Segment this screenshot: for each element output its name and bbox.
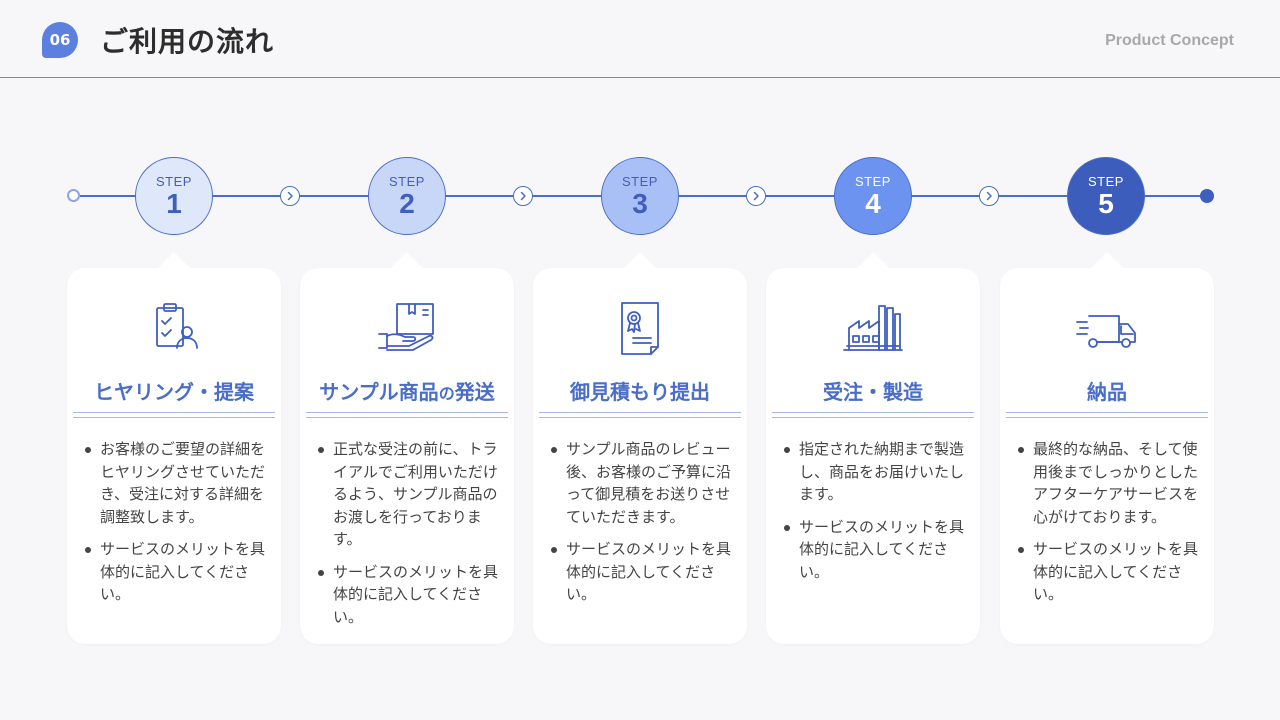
list-item: サービスのメリットを具体的に記入してください。 <box>316 561 504 629</box>
step-circle-2: STEP 2 <box>368 157 446 235</box>
step-number: 1 <box>166 188 182 219</box>
card-pointer <box>389 252 425 270</box>
card-title: 納品 <box>1087 380 1127 404</box>
step-number: 4 <box>865 188 881 219</box>
card-bullet-list: 指定された納期まで製造し、商品をお届けいたします。 サービスのメリットを具体的に… <box>782 438 970 593</box>
card-title-end: 発送 <box>454 380 495 404</box>
list-item: 指定された納期まで製造し、商品をお届けいたします。 <box>782 438 970 506</box>
chevron-right-icon <box>513 186 533 206</box>
timeline-end-dot <box>1200 189 1214 203</box>
card-bullet-list: 正式な受注の前に、トライアルでご利用いただけるよう、サンプル商品のお渡しを行って… <box>316 438 504 638</box>
step-card-1: ヒヤリング・提案 お客様のご要望の詳細をヒヤリングさせていただき、受注に対する詳… <box>67 252 281 644</box>
hearing-clipboard-icon <box>156 303 198 349</box>
list-item: サービスのメリットを具体的に記入してください。 <box>1016 538 1204 606</box>
step-card-3: 御見積もり提出 サンプル商品のレビュー後、お客様のご予算に沿って御見積をお送りさ… <box>533 252 747 644</box>
chevron-right-icon <box>280 186 300 206</box>
card-pointer <box>156 252 192 270</box>
page-title: ご利用の流れ <box>100 25 275 58</box>
list-item: お客様のご要望の詳細をヒヤリングさせていただき、受注に対する詳細を調整致します。 <box>83 438 271 528</box>
page-number-badge: 06 <box>42 22 78 58</box>
list-item: サービスのメリットを具体的に記入してください。 <box>549 538 737 606</box>
step-number: 3 <box>632 188 648 219</box>
card-divider <box>306 412 508 418</box>
card-title: 御見積もり提出 <box>570 380 710 404</box>
step-card-2: サンプル商品の発送 正式な受注の前に、トライアルでご利用いただけるよう、サンプル… <box>300 252 514 644</box>
brand-label: Product Concept <box>1105 32 1234 49</box>
step-number: 5 <box>1098 188 1114 219</box>
list-item: サンプル商品のレビュー後、お客様のご予算に沿って御見積をお送りさせていただきます… <box>549 438 737 528</box>
card-pointer <box>1089 252 1125 270</box>
step-circle-4: STEP 4 <box>834 157 912 235</box>
timeline-start-dot <box>67 189 80 202</box>
step-card-4: 受注・製造 指定された納期まで製造し、商品をお届けいたします。 サービスのメリッ… <box>766 252 980 644</box>
card-divider <box>73 412 275 418</box>
card-title-main: サンプル商品 <box>319 380 439 404</box>
slide-header: 06 ご利用の流れ Product Concept <box>0 0 1280 78</box>
step-card-5: 納品 最終的な納品、そして使用後までしっかりとしたアフターケアサービスを心がけて… <box>1000 252 1214 644</box>
step-circle-1: STEP 1 <box>135 157 213 235</box>
certificate-document-icon <box>621 302 659 355</box>
card-bullet-list: サンプル商品のレビュー後、お客様のご予算に沿って御見積をお送りさせていただきます… <box>549 438 737 616</box>
list-item: サービスのメリットを具体的に記入してください。 <box>782 516 970 584</box>
package-hand-icon <box>378 303 434 351</box>
chevron-right-icon <box>746 186 766 206</box>
step-label: STEP <box>622 174 658 189</box>
factory-icon <box>843 305 903 351</box>
step-circle-5: STEP 5 <box>1067 157 1145 235</box>
card-pointer <box>622 252 658 270</box>
card-title: サンプル商品の発送 <box>300 376 514 405</box>
step-number: 2 <box>399 188 415 219</box>
list-item: サービスのメリットを具体的に記入してください。 <box>83 538 271 606</box>
step-label: STEP <box>389 174 425 189</box>
card-divider <box>539 412 741 418</box>
delivery-truck-icon <box>1076 315 1136 348</box>
list-item: 正式な受注の前に、トライアルでご利用いただけるよう、サンプル商品のお渡しを行って… <box>316 438 504 551</box>
card-pointer <box>855 252 891 270</box>
step-label: STEP <box>1088 174 1124 189</box>
step-label: STEP <box>855 174 891 189</box>
card-title: 受注・製造 <box>823 380 923 404</box>
card-divider <box>1006 412 1208 418</box>
step-label: STEP <box>156 174 192 189</box>
card-divider <box>772 412 974 418</box>
list-item: 最終的な納品、そして使用後までしっかりとしたアフターケアサービスを心がけておりま… <box>1016 438 1204 528</box>
card-bullet-list: 最終的な納品、そして使用後までしっかりとしたアフターケアサービスを心がけておりま… <box>1016 438 1204 616</box>
step-circle-3: STEP 3 <box>601 157 679 235</box>
card-title-particle: の <box>438 384 455 403</box>
card-bullet-list: お客様のご要望の詳細をヒヤリングさせていただき、受注に対する詳細を調整致します。… <box>83 438 271 616</box>
chevron-right-icon <box>979 186 999 206</box>
card-title: ヒヤリング・提案 <box>94 380 254 404</box>
